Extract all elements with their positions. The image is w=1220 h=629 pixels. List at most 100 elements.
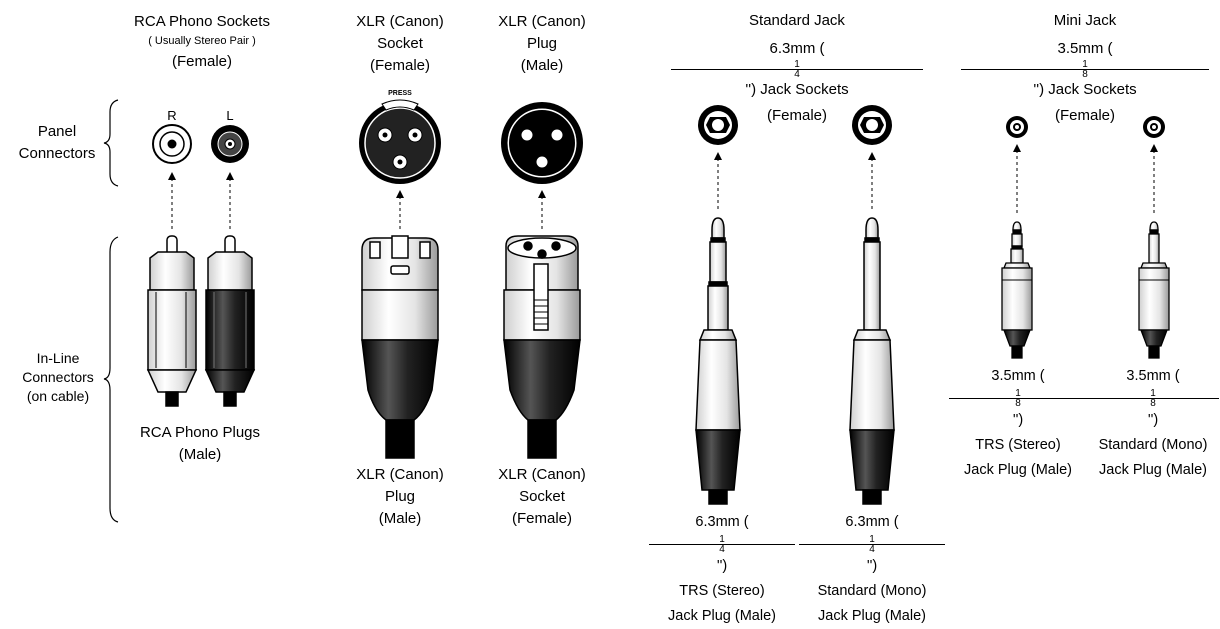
std-jack-plug-mono	[849, 217, 895, 505]
xlr-female-socket	[359, 99, 441, 184]
xlr-male-socket	[501, 102, 583, 184]
std-jack-links	[717, 158, 873, 210]
xlr-socket-mate-heading: XLR (Canon) Socket (Female)	[482, 464, 602, 530]
panel-label-line2: Connectors	[18, 145, 96, 162]
fraction-denominator: 8	[1082, 69, 1088, 80]
fraction-denominator: 4	[719, 544, 725, 555]
rca-subtitle: ( Usually Stereo Pair )	[148, 35, 256, 47]
xlr-female-plug	[503, 235, 581, 459]
std-jack-socket-trs	[698, 105, 738, 145]
connector-diagram	[103, 99, 1170, 523]
inline-brace	[103, 236, 119, 523]
mini-trs-size: 3.5mm (	[991, 368, 1045, 384]
panel-connectors-label: Panel Connectors	[0, 121, 114, 165]
xlr-plug-heading: XLR (Canon) Plug (Male)	[482, 11, 602, 77]
mini-jack-size-prefix: 3.5mm (	[1057, 40, 1113, 57]
xlr-socket-mate-line2: Socket	[519, 488, 565, 505]
rca-plug-black	[204, 235, 256, 407]
rca-plug-gender: (Male)	[178, 446, 222, 463]
fraction-numerator: 1	[671, 60, 923, 70]
xlr-socket-line3: (Female)	[369, 57, 430, 74]
mini-jack-gender: (Female)	[1054, 107, 1115, 124]
fraction-numerator: 1	[649, 535, 795, 545]
xlr-socket-link	[396, 190, 404, 232]
fraction-numerator: 1	[961, 60, 1209, 70]
rca-left-label: L	[226, 108, 234, 123]
rca-plug-title: RCA Phono Plugs	[139, 424, 261, 441]
fraction-denominator: 4	[794, 69, 800, 80]
std-jack-gender: (Female)	[766, 107, 827, 124]
rca-arrowheads	[168, 172, 234, 180]
std-mono-size: 6.3mm (	[845, 514, 899, 530]
std-jack-size-suffix: '') Jack Sockets	[745, 81, 849, 98]
std-jack-plug-trs	[695, 217, 741, 505]
mini-trs-type: TRS (Stereo)	[975, 437, 1061, 453]
inline-label-line3: (on cable)	[26, 388, 90, 404]
std-trs-plug: Jack Plug (Male)	[668, 608, 776, 624]
mini-mono-plug: Jack Plug (Male)	[1099, 462, 1207, 478]
mini-jack-title: Mini Jack	[1053, 12, 1117, 29]
xlr-press-tab-label: PRESS	[388, 90, 412, 97]
std-trs-suffix: '')	[716, 558, 728, 574]
mini-jack-links	[1016, 150, 1155, 215]
fraction-denominator: 8	[1015, 398, 1021, 409]
rca-plug-heading: RCA Phono Plugs (Male)	[100, 422, 300, 466]
fraction-denominator: 4	[869, 544, 875, 555]
mini-trs-suffix: '')	[1012, 412, 1024, 428]
std-trs-type: TRS (Stereo)	[679, 583, 765, 599]
xlr-plug-line3: (Male)	[520, 57, 564, 74]
panel-brace	[103, 99, 119, 187]
xlr-socket-line1: XLR (Canon)	[356, 13, 444, 30]
std-jack-socket-mono	[852, 105, 892, 145]
std-mono-suffix: '')	[866, 558, 878, 574]
rca-right-label: R	[167, 108, 177, 123]
mini-mono-suffix: '')	[1147, 412, 1159, 428]
std-trs-size: 6.3mm (	[695, 514, 749, 530]
fraction-numerator: 1	[949, 389, 1087, 399]
mini-mono-type: Standard (Mono)	[1098, 437, 1208, 453]
mini-jack-socket-trs	[1006, 116, 1028, 138]
mini-jack-plug-mono	[1138, 221, 1170, 359]
mini-jack-arrowheads	[1013, 144, 1158, 152]
rca-socket-left	[211, 125, 249, 163]
rca-plug-white	[146, 235, 198, 407]
xlr-plug-line1: XLR (Canon)	[498, 13, 586, 30]
std-jack-arrowheads	[714, 152, 876, 160]
mini-mono-size: 3.5mm (	[1126, 368, 1180, 384]
rca-gender: (Female)	[171, 53, 232, 70]
xlr-socket-mate-line1: XLR (Canon)	[498, 466, 586, 483]
std-jack-size-prefix: 6.3mm (	[769, 40, 825, 57]
fraction-numerator: 1	[799, 535, 945, 545]
fraction-numerator: 1	[1087, 389, 1219, 399]
std-mono-type: Standard (Mono)	[817, 583, 927, 599]
xlr-plug-mate-line3: (Male)	[378, 510, 422, 527]
rca-dashed-links	[171, 178, 231, 232]
mini-jack-size-suffix: '') Jack Sockets	[1033, 81, 1137, 98]
xlr-plug-mate-heading: XLR (Canon) Plug (Male)	[340, 464, 460, 530]
xlr-socket-heading: XLR (Canon) Socket (Female)	[340, 11, 460, 77]
rca-title: RCA Phono Sockets	[134, 13, 270, 30]
xlr-male-plug	[361, 235, 439, 459]
std-jack-title: Standard Jack	[749, 12, 845, 29]
rca-socket-heading: RCA Phono Sockets ( Usually Stereo Pair …	[102, 11, 302, 73]
fraction-denominator: 8	[1150, 398, 1156, 409]
xlr-plug-link	[538, 190, 546, 232]
inline-label-line1: In-Line	[36, 350, 80, 366]
rca-socket-right	[152, 124, 192, 164]
